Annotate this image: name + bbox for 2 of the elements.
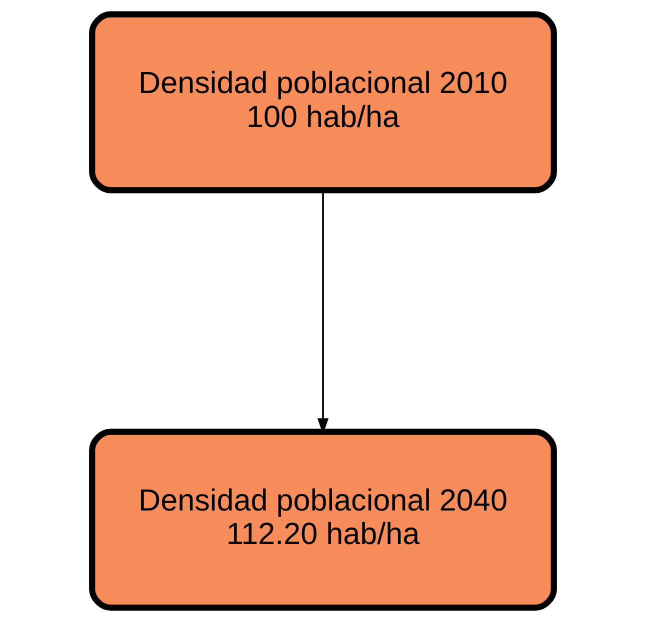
node-box: Densidad poblacional 2040 112.20 hab/ha bbox=[89, 428, 557, 611]
node-box: Densidad poblacional 2010 100 hab/ha bbox=[89, 11, 557, 194]
